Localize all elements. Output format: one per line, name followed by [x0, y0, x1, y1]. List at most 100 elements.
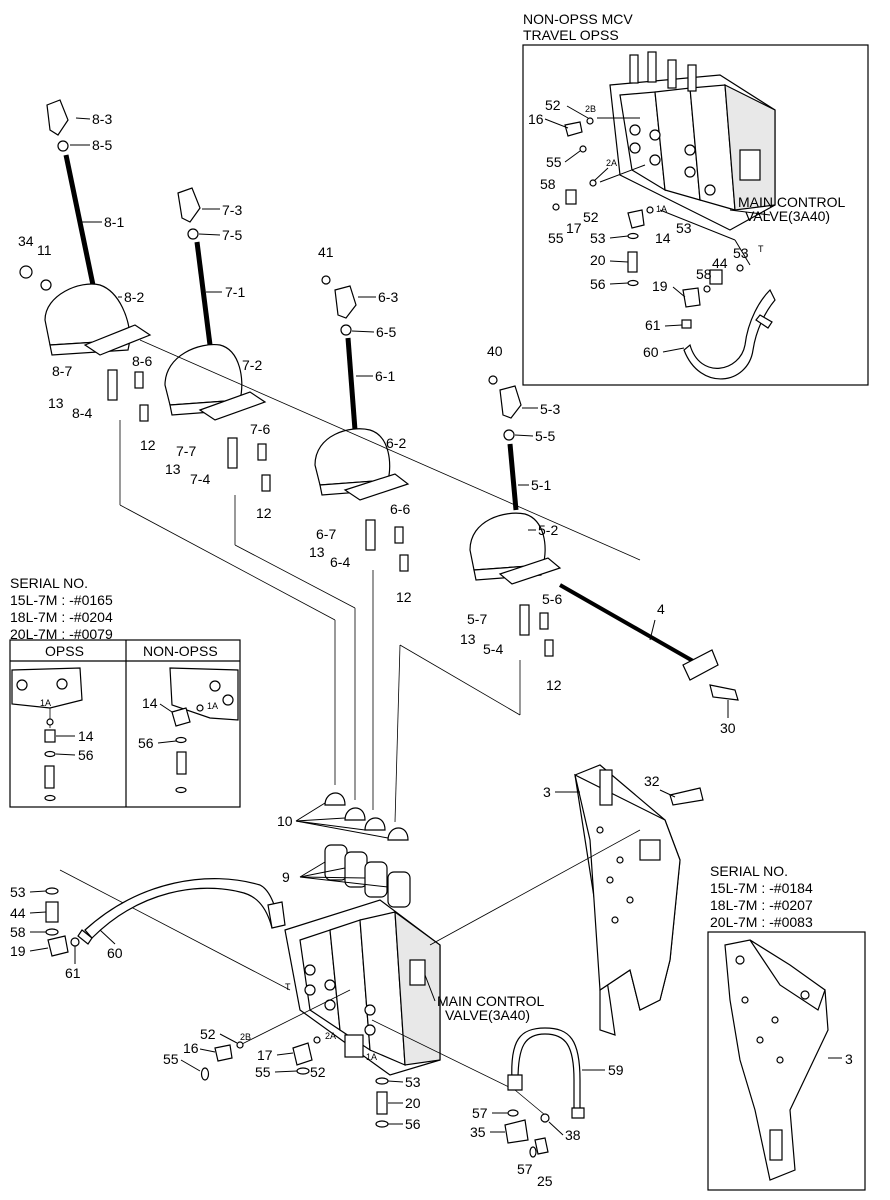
lever-5-assembly — [469, 375, 562, 657]
inset-frame — [522, 44, 869, 386]
callout-17-main: 17 — [257, 1047, 273, 1063]
callout-7-2: 7-2 — [242, 357, 262, 373]
callout-6-2: 6-2 — [386, 435, 406, 451]
serial-line-left-2: 18L-7M : -#0204 — [10, 609, 113, 625]
callout-25: 25 — [537, 1173, 553, 1189]
serial-title-right: SERIAL NO. — [710, 863, 788, 879]
callout-5-6: 5-6 — [542, 591, 562, 607]
inset-callout-56: 56 — [590, 276, 606, 292]
callout-34: 34 — [18, 233, 34, 249]
inset-callout-1a: 1A — [656, 204, 667, 214]
callout-44-left: 44 — [10, 905, 26, 921]
serial-line-right-1: 15L-7M : -#0184 — [710, 880, 813, 896]
dust-boots-and-seals — [324, 792, 411, 908]
callout-5-5: 5-5 — [535, 428, 555, 444]
callout-16-main: 16 — [183, 1040, 199, 1056]
callout-6-7: 6-7 — [316, 526, 336, 542]
inset-callout-2b: 2B — [585, 104, 596, 114]
inset-callout-2a: 2A — [606, 158, 617, 168]
callout-55-main-b: 55 — [255, 1064, 271, 1080]
callout-11: 11 — [37, 242, 52, 258]
valve-label-line1: MAIN CONTROL — [437, 993, 545, 1009]
callout-2a-main: 2A — [325, 1031, 336, 1041]
callout-32: 32 — [644, 773, 660, 789]
callout-20-bottom: 20 — [405, 1095, 421, 1111]
callout-13-a: 13 — [48, 395, 64, 411]
callout-2b-main: 2B — [240, 1032, 251, 1042]
callout-7-4: 7-4 — [190, 471, 210, 487]
inset-callout-16: 16 — [528, 111, 544, 127]
callout-5-1: 5-1 — [531, 477, 551, 493]
callout-57-a: 57 — [472, 1105, 488, 1121]
serial-line-left-1: 15L-7M : -#0165 — [10, 592, 113, 608]
callout-7-5: 7-5 — [222, 227, 242, 243]
inset-callout-58b: 58 — [696, 266, 712, 282]
callout-5-3: 5-3 — [540, 401, 560, 417]
callout-30: 30 — [720, 720, 736, 736]
valve-label-line2: VALVE(3A40) — [445, 1007, 530, 1023]
callout-58-left: 58 — [10, 924, 26, 940]
callout-6-4: 6-4 — [330, 554, 350, 570]
callout-56-bottom: 56 — [405, 1116, 421, 1132]
callout-7-6: 7-6 — [250, 421, 270, 437]
inset-title-line1: NON-OPSS MCV — [523, 11, 633, 27]
callout-6-3: 6-3 — [378, 289, 398, 305]
opss-callout-14: 14 — [78, 728, 94, 744]
inset-callout-53c: 53 — [733, 245, 749, 261]
nonopss-callout-14: 14 — [142, 695, 158, 711]
inset-non-opss-travel: NON-OPSS MCV TRAVEL OPSS — [522, 11, 869, 386]
callout-3: 3 — [543, 784, 551, 800]
col-opss: OPSS — [45, 643, 84, 659]
lever-8-assembly — [19, 99, 152, 422]
inset-callout-14: 14 — [655, 230, 671, 246]
opss-callout-56: 56 — [78, 747, 94, 763]
serial-line-right-3: 20L-7M : -#0083 — [710, 914, 813, 930]
callout-12-a: 12 — [140, 437, 156, 453]
callout-13-d: 13 — [460, 631, 476, 647]
mounting-bracket — [574, 764, 704, 1036]
main-control-valve-drawing — [284, 899, 441, 1076]
inset-callout-20: 20 — [590, 252, 606, 268]
callout-5-2: 5-2 — [538, 522, 558, 538]
main-exploded-view: 8-3 8-5 8-1 34 11 8-2 8-7 8-6 13 8-4 12 … — [10, 99, 739, 1189]
callout-t-main: T — [285, 982, 291, 992]
callout-60-main: 60 — [107, 945, 123, 961]
callout-8-5: 8-5 — [92, 137, 112, 153]
opss-callout-1a: 1A — [40, 698, 51, 708]
callout-59: 59 — [608, 1062, 624, 1078]
inset-callout-44: 44 — [712, 255, 728, 271]
inset-callout-52b: 52 — [583, 209, 599, 225]
callout-8-7: 8-7 — [52, 363, 72, 379]
callout-6-5: 6-5 — [376, 324, 396, 340]
inset-main-control-valve-drawing — [609, 51, 776, 231]
serial-title-left: SERIAL NO. — [10, 575, 88, 591]
bracket-inset-callout-3: 3 — [845, 1051, 853, 1067]
inset-callout-53b: 53 — [590, 230, 606, 246]
serial-line-left-3: 20L-7M : -#0079 — [10, 626, 113, 642]
inset-valve-label-line2: VALVE(3A40) — [745, 208, 830, 224]
callout-52-main-b: 52 — [310, 1064, 326, 1080]
col-non-opss: NON-OPSS — [143, 643, 218, 659]
inset-callout-52: 52 — [545, 97, 561, 113]
callout-1a-main: 1A — [366, 1052, 377, 1062]
callout-6-6: 6-6 — [390, 501, 410, 517]
callout-55-main: 55 — [163, 1051, 179, 1067]
callout-8-1: 8-1 — [104, 214, 124, 230]
callout-41: 41 — [318, 244, 334, 260]
callout-9: 9 — [282, 869, 290, 885]
lever-6-assembly — [314, 275, 410, 572]
callout-12-d: 12 — [546, 677, 562, 693]
callout-8-6: 8-6 — [132, 353, 152, 369]
callout-38: 38 — [565, 1127, 581, 1143]
bracket-inset-frame — [707, 931, 866, 1191]
serial-line-right-2: 18L-7M : -#0207 — [710, 897, 813, 913]
callout-53-left: 53 — [10, 884, 26, 900]
callout-6-1: 6-1 — [375, 368, 395, 384]
callout-7-7: 7-7 — [176, 443, 196, 459]
callout-61-left: 61 — [65, 965, 81, 981]
inset-callout-55b: 55 — [548, 230, 564, 246]
callout-7-3: 7-3 — [222, 202, 242, 218]
serial-table-frame — [9, 639, 241, 808]
callout-4: 4 — [657, 601, 665, 617]
